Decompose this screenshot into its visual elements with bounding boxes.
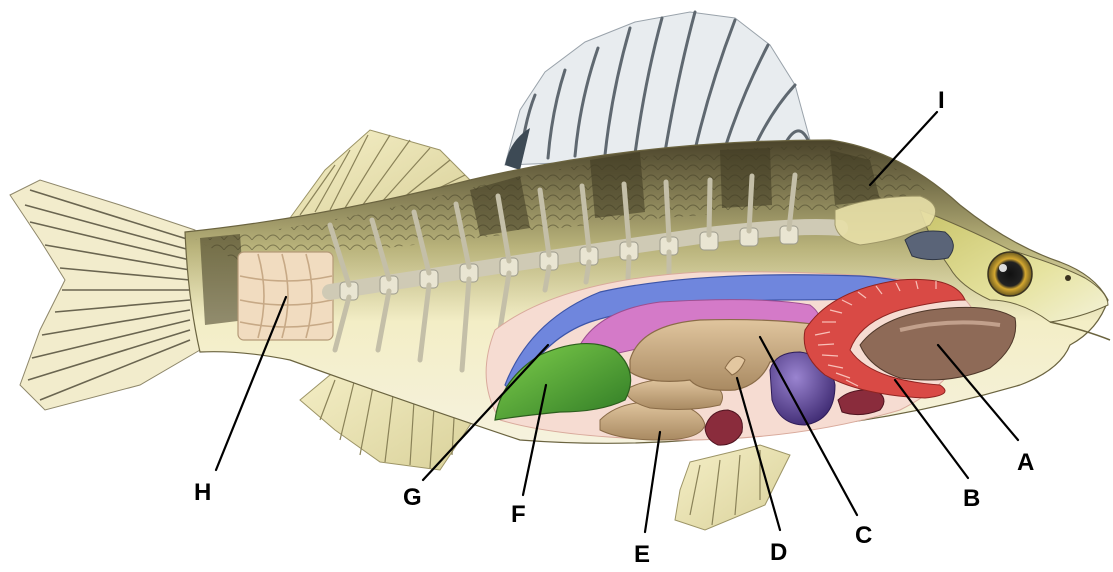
label-c: C: [855, 522, 872, 549]
nostril: [1065, 275, 1071, 281]
fish-illustration: [10, 12, 1110, 530]
label-g: G: [403, 484, 422, 511]
eye: [988, 252, 1032, 296]
label-a: A: [1017, 449, 1034, 476]
label-e: E: [634, 541, 650, 568]
caudal-fin: [10, 180, 200, 410]
leader-line-e: [645, 432, 660, 532]
brain: [905, 231, 953, 260]
label-d: D: [770, 539, 787, 566]
label-h: H: [194, 479, 211, 506]
pelvic-fin: [675, 445, 790, 530]
label-b: B: [963, 485, 980, 512]
label-f: F: [511, 501, 526, 528]
label-i: I: [938, 87, 945, 114]
tail-muscle-segments: [238, 252, 333, 340]
